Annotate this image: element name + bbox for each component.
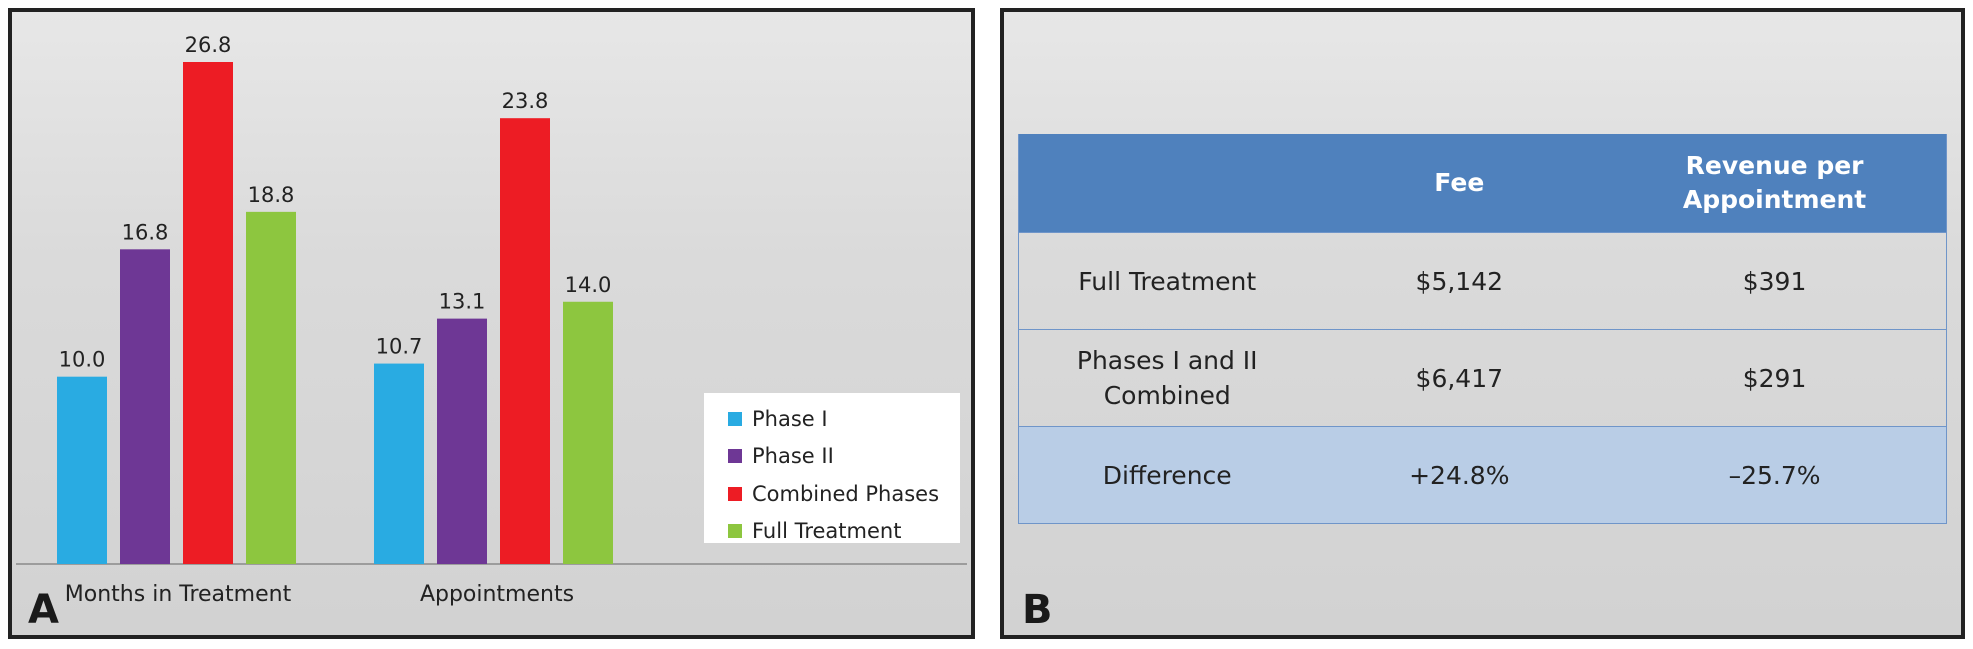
bar: [500, 118, 550, 564]
bar-value-label: 23.8: [502, 89, 549, 113]
bar: [437, 318, 487, 564]
bar-value-label: 14.0: [565, 273, 612, 297]
chart-legend: Phase I Phase II Combined Phases Full Tr…: [704, 393, 960, 543]
table-row-difference: Difference +24.8% –25.7%: [1018, 426, 1947, 524]
table-header-row: Fee Revenue per Appointment: [1018, 134, 1947, 233]
bar-value-label: 13.1: [439, 290, 486, 314]
bar-value-label: 16.8: [122, 220, 169, 244]
bar: [120, 249, 170, 565]
table-header-cell: [1018, 134, 1316, 233]
legend-swatch: [728, 449, 742, 464]
bar-chart: 10.0 16.8 26.8 18.8 10.7 13.1 23.8 14.0: [16, 33, 967, 565]
bar-value-label: 26.8: [185, 33, 232, 57]
legend-label: Phase I: [752, 406, 828, 431]
table-header-cell: Revenue per Appointment: [1603, 134, 1947, 233]
bar-value-label: 10.7: [376, 335, 423, 359]
row-label: Difference: [1018, 426, 1316, 524]
bar: [246, 211, 296, 564]
table-panel-b: Fee Revenue per Appointment Full Treatme…: [1000, 8, 1965, 639]
bar-value-label: 10.0: [59, 348, 106, 372]
fee-comparison-table: Fee Revenue per Appointment Full Treatme…: [1018, 134, 1947, 524]
legend-swatch: [728, 486, 742, 501]
bar: [374, 363, 424, 564]
bar: [57, 376, 107, 564]
bar: [563, 301, 613, 564]
fee-cell: $6,417: [1315, 329, 1604, 427]
row-label-text: Phases I and II Combined: [1076, 346, 1258, 410]
legend-item: Combined Phases: [728, 475, 960, 513]
legend-swatch: [728, 411, 742, 426]
table-row: Full Treatment $5,142 $391: [1018, 232, 1947, 330]
legend-label: Phase II: [752, 444, 834, 469]
revenue-cell: $391: [1603, 232, 1947, 330]
row-label: Full Treatment: [1018, 232, 1316, 330]
panel-letter-a: A: [28, 587, 59, 633]
panel-letter-b: B: [1022, 587, 1053, 633]
fee-cell: $5,142: [1315, 232, 1604, 330]
revenue-cell: –25.7%: [1603, 426, 1947, 524]
header-revenue-label: Revenue per Appointment: [1682, 151, 1867, 214]
x-category-label: Months in Treatment: [64, 582, 292, 607]
table-row: Phases I and II Combined $6,417 $291: [1018, 329, 1947, 427]
legend-item: Full Treatment: [728, 513, 960, 551]
bar-value-label: 18.8: [248, 183, 295, 207]
chart-panel-a: 10.0 16.8 26.8 18.8 10.7 13.1 23.8 14.0 Months …: [8, 8, 975, 639]
row-label: Phases I and II Combined: [1018, 329, 1316, 427]
table-header-cell: Fee: [1315, 134, 1604, 233]
legend-label: Combined Phases: [752, 481, 940, 506]
fee-cell: +24.8%: [1315, 426, 1604, 524]
legend-item: Phase II: [728, 438, 960, 476]
legend-item: Phase I: [728, 400, 960, 438]
legend-label: Full Treatment: [752, 519, 902, 544]
x-category-label: Appointments: [419, 582, 575, 607]
legend-swatch: [728, 524, 742, 539]
revenue-cell: $291: [1603, 329, 1947, 427]
bar: [183, 62, 233, 564]
